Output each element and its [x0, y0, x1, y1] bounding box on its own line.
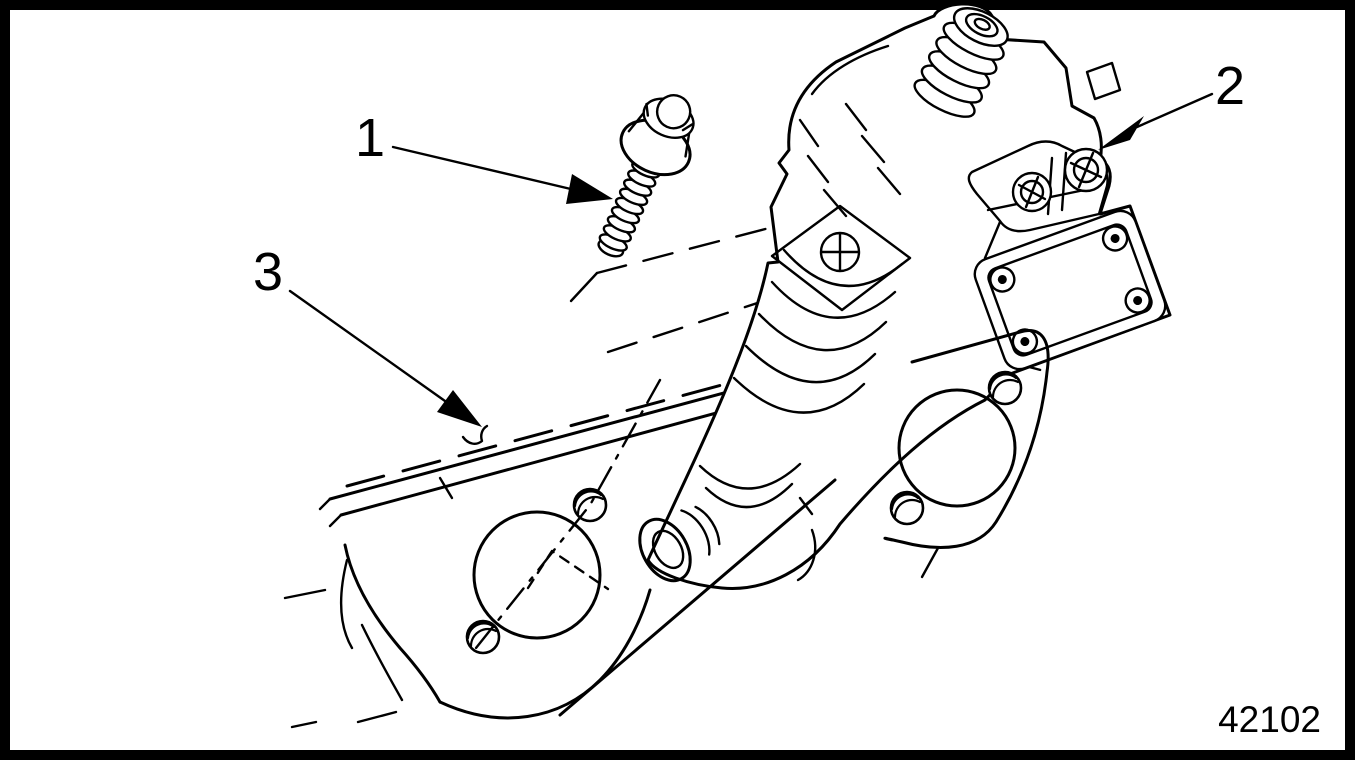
head-front-inner-curve	[360, 623, 404, 702]
deck-tick-bottom-right	[920, 546, 940, 579]
cylinder-head-front	[283, 329, 1050, 729]
figure-number: 42102	[1218, 699, 1321, 740]
deck-edge-tick	[438, 476, 454, 500]
cover-screw-dot	[1020, 337, 1030, 347]
injector-barrel-rings	[698, 248, 904, 509]
callout-2-leader	[1135, 92, 1214, 129]
right-port-bore	[897, 388, 1017, 508]
clamp-hole-centermark	[820, 232, 860, 272]
injector-body-details	[770, 44, 912, 312]
threaded-hole	[987, 370, 1023, 406]
left-port-bore	[472, 510, 602, 640]
tip-ring-arcs	[680, 505, 721, 556]
screw-inner	[1019, 179, 1045, 205]
head-left-segment	[283, 588, 327, 600]
callout-1-text: 1	[355, 108, 385, 168]
solenoid-cover	[973, 209, 1167, 371]
bolt-dome-top	[655, 94, 692, 130]
body-top-echo-line	[810, 44, 890, 96]
deck-tick-right	[798, 496, 814, 516]
threaded-hole	[465, 619, 501, 655]
hold-down-bolt	[597, 94, 695, 258]
solenoid-tab	[1085, 61, 1122, 101]
threaded-hole	[889, 490, 925, 526]
injector-mounting-stud	[913, 7, 1009, 118]
head-rail-end-ticks	[318, 497, 343, 528]
terminal-screw-left	[1011, 171, 1053, 213]
screw-inner	[1072, 156, 1100, 184]
ring-band	[698, 462, 802, 490]
right-port-boss	[883, 329, 1050, 549]
ring-band	[744, 344, 877, 384]
cover-plate-inner	[987, 223, 1153, 357]
ring-band	[704, 482, 794, 509]
ring-band	[732, 376, 866, 414]
cover-screw-dot	[1110, 233, 1120, 243]
left-port-boss-bottom	[438, 588, 652, 720]
threaded-hole	[572, 487, 608, 523]
tip-inner-oval	[651, 529, 685, 570]
callout-2-text: 2	[1215, 56, 1245, 116]
stud-top-inner	[964, 12, 999, 38]
callout-3-surface-squiggle	[461, 424, 489, 445]
hidden-tip-dash	[526, 549, 610, 591]
tip-outer-oval	[638, 517, 692, 583]
clamp-ledge	[770, 204, 912, 312]
screw-star	[1069, 151, 1103, 189]
ring-band	[770, 280, 897, 319]
callout-3: 3	[253, 242, 489, 445]
head-front-left-edge	[343, 543, 442, 704]
callout-2-arrowhead	[1098, 116, 1144, 150]
screw-star	[1017, 175, 1047, 209]
boss-corner-curve	[796, 528, 817, 582]
cover-screw-dot	[997, 275, 1007, 285]
terminal-screw-right	[1063, 147, 1109, 193]
port-centerline	[474, 378, 662, 650]
head-bottom-ticks	[290, 710, 398, 729]
body-hatch-marks	[798, 102, 902, 218]
solenoid	[967, 61, 1167, 371]
callout-1: 1	[355, 108, 613, 204]
cover-screws	[989, 225, 1151, 355]
stud-top-swirl	[973, 17, 991, 31]
bore-boss-edge	[558, 478, 837, 717]
hidden-edge-break-tick	[569, 271, 599, 303]
injector-tip	[638, 505, 721, 583]
callout-1-leader	[391, 145, 577, 192]
callout-2: 2	[1098, 56, 1245, 150]
callout-3-arrowhead	[437, 390, 482, 427]
ring-band	[757, 312, 888, 352]
head-front-left-arc	[340, 558, 354, 650]
solenoid-side-line	[983, 220, 1002, 260]
injector-assembly	[638, 2, 1172, 590]
ring-band	[782, 248, 904, 288]
callout-3-text: 3	[253, 242, 283, 302]
callout-3-leader	[288, 289, 447, 403]
cover-screw-dot	[1133, 295, 1143, 305]
callout-1-arrowhead	[566, 174, 613, 204]
